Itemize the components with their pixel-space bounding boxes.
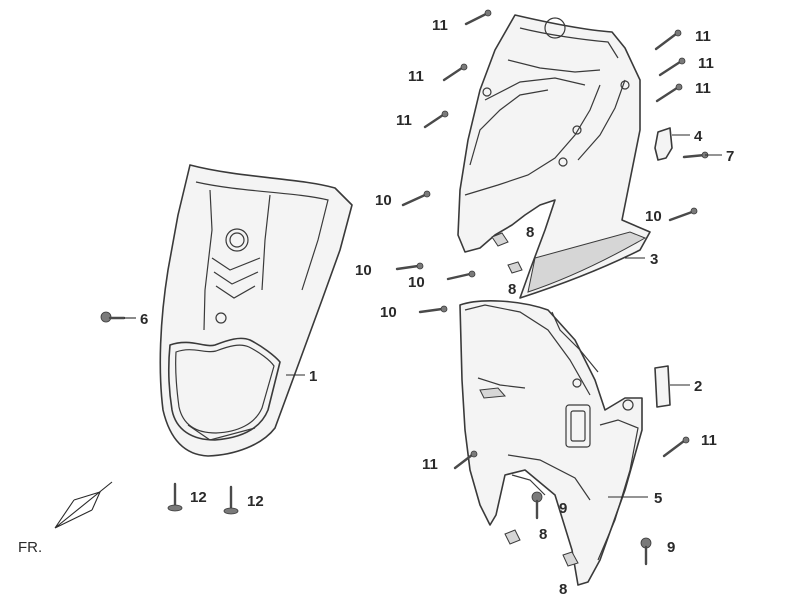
label-part-6: 6 [140, 311, 148, 328]
clip-icon [507, 261, 523, 274]
fasteners [100, 9, 709, 567]
screw-icon [395, 262, 424, 271]
bracket-part-4 [654, 127, 673, 161]
front-cover-part-1 [159, 164, 353, 457]
label-part-11: 11 [396, 112, 412, 129]
screw-icon [654, 29, 682, 51]
label-part-12: 12 [247, 493, 264, 510]
label-part-8: 8 [559, 581, 567, 598]
screw-icon [668, 207, 698, 222]
label-part-11: 11 [695, 28, 711, 45]
plate-part-2 [654, 365, 671, 408]
screw-icon [423, 110, 449, 129]
screw-icon [453, 450, 478, 470]
label-part-7: 7 [726, 148, 734, 165]
label-part-10: 10 [408, 274, 425, 291]
screw-icon [418, 305, 448, 314]
clip-icon [491, 232, 509, 247]
label-part-8: 8 [539, 526, 547, 543]
label-part-9: 9 [667, 539, 675, 556]
label-part-11: 11 [408, 68, 424, 85]
screw-icon [223, 485, 239, 515]
label-part-5: 5 [654, 490, 662, 507]
label-part-11: 11 [695, 80, 711, 97]
label-part-10: 10 [375, 192, 392, 209]
label-part-10: 10 [380, 304, 397, 321]
label-part-10: 10 [645, 208, 662, 225]
label-part-4: 4 [694, 128, 703, 145]
screw-icon [662, 436, 690, 458]
bolt-icon [100, 311, 126, 323]
label-part-8: 8 [508, 281, 516, 298]
label-part-8: 8 [526, 224, 534, 241]
screw-icon [655, 83, 683, 103]
screw-icon [640, 537, 652, 566]
front-label: FR. [18, 539, 42, 556]
label-part-1: 1 [309, 368, 317, 385]
direction-arrow-icon [54, 481, 113, 529]
clip-icon [562, 551, 579, 567]
label-part-12: 12 [190, 489, 207, 506]
label-part-10: 10 [355, 262, 372, 279]
screw-icon [658, 57, 686, 77]
screw-icon [464, 9, 492, 26]
screw-icon [531, 491, 543, 520]
clip-icon [504, 529, 521, 545]
label-part-3: 3 [650, 251, 658, 268]
screw-icon [167, 482, 183, 512]
label-part-2: 2 [694, 378, 702, 395]
screw-icon [401, 190, 431, 207]
label-part-9: 9 [559, 500, 567, 517]
front-direction-indicator: FR. [18, 481, 113, 556]
label-part-11: 11 [432, 17, 448, 34]
inner-panel-part-3 [457, 14, 651, 299]
leg-shield-part-5 [459, 300, 643, 586]
screw-icon [682, 151, 709, 159]
screw-icon [442, 63, 468, 82]
screw-icon [446, 270, 476, 281]
label-part-11: 11 [698, 55, 714, 72]
label-part-11: 11 [422, 456, 438, 473]
part-labels: 1 2 3 4 5 6 7 8 8 8 8 9 9 10 10 10 10 10… [140, 17, 734, 598]
label-part-11: 11 [701, 432, 717, 449]
leader-lines [124, 134, 722, 498]
